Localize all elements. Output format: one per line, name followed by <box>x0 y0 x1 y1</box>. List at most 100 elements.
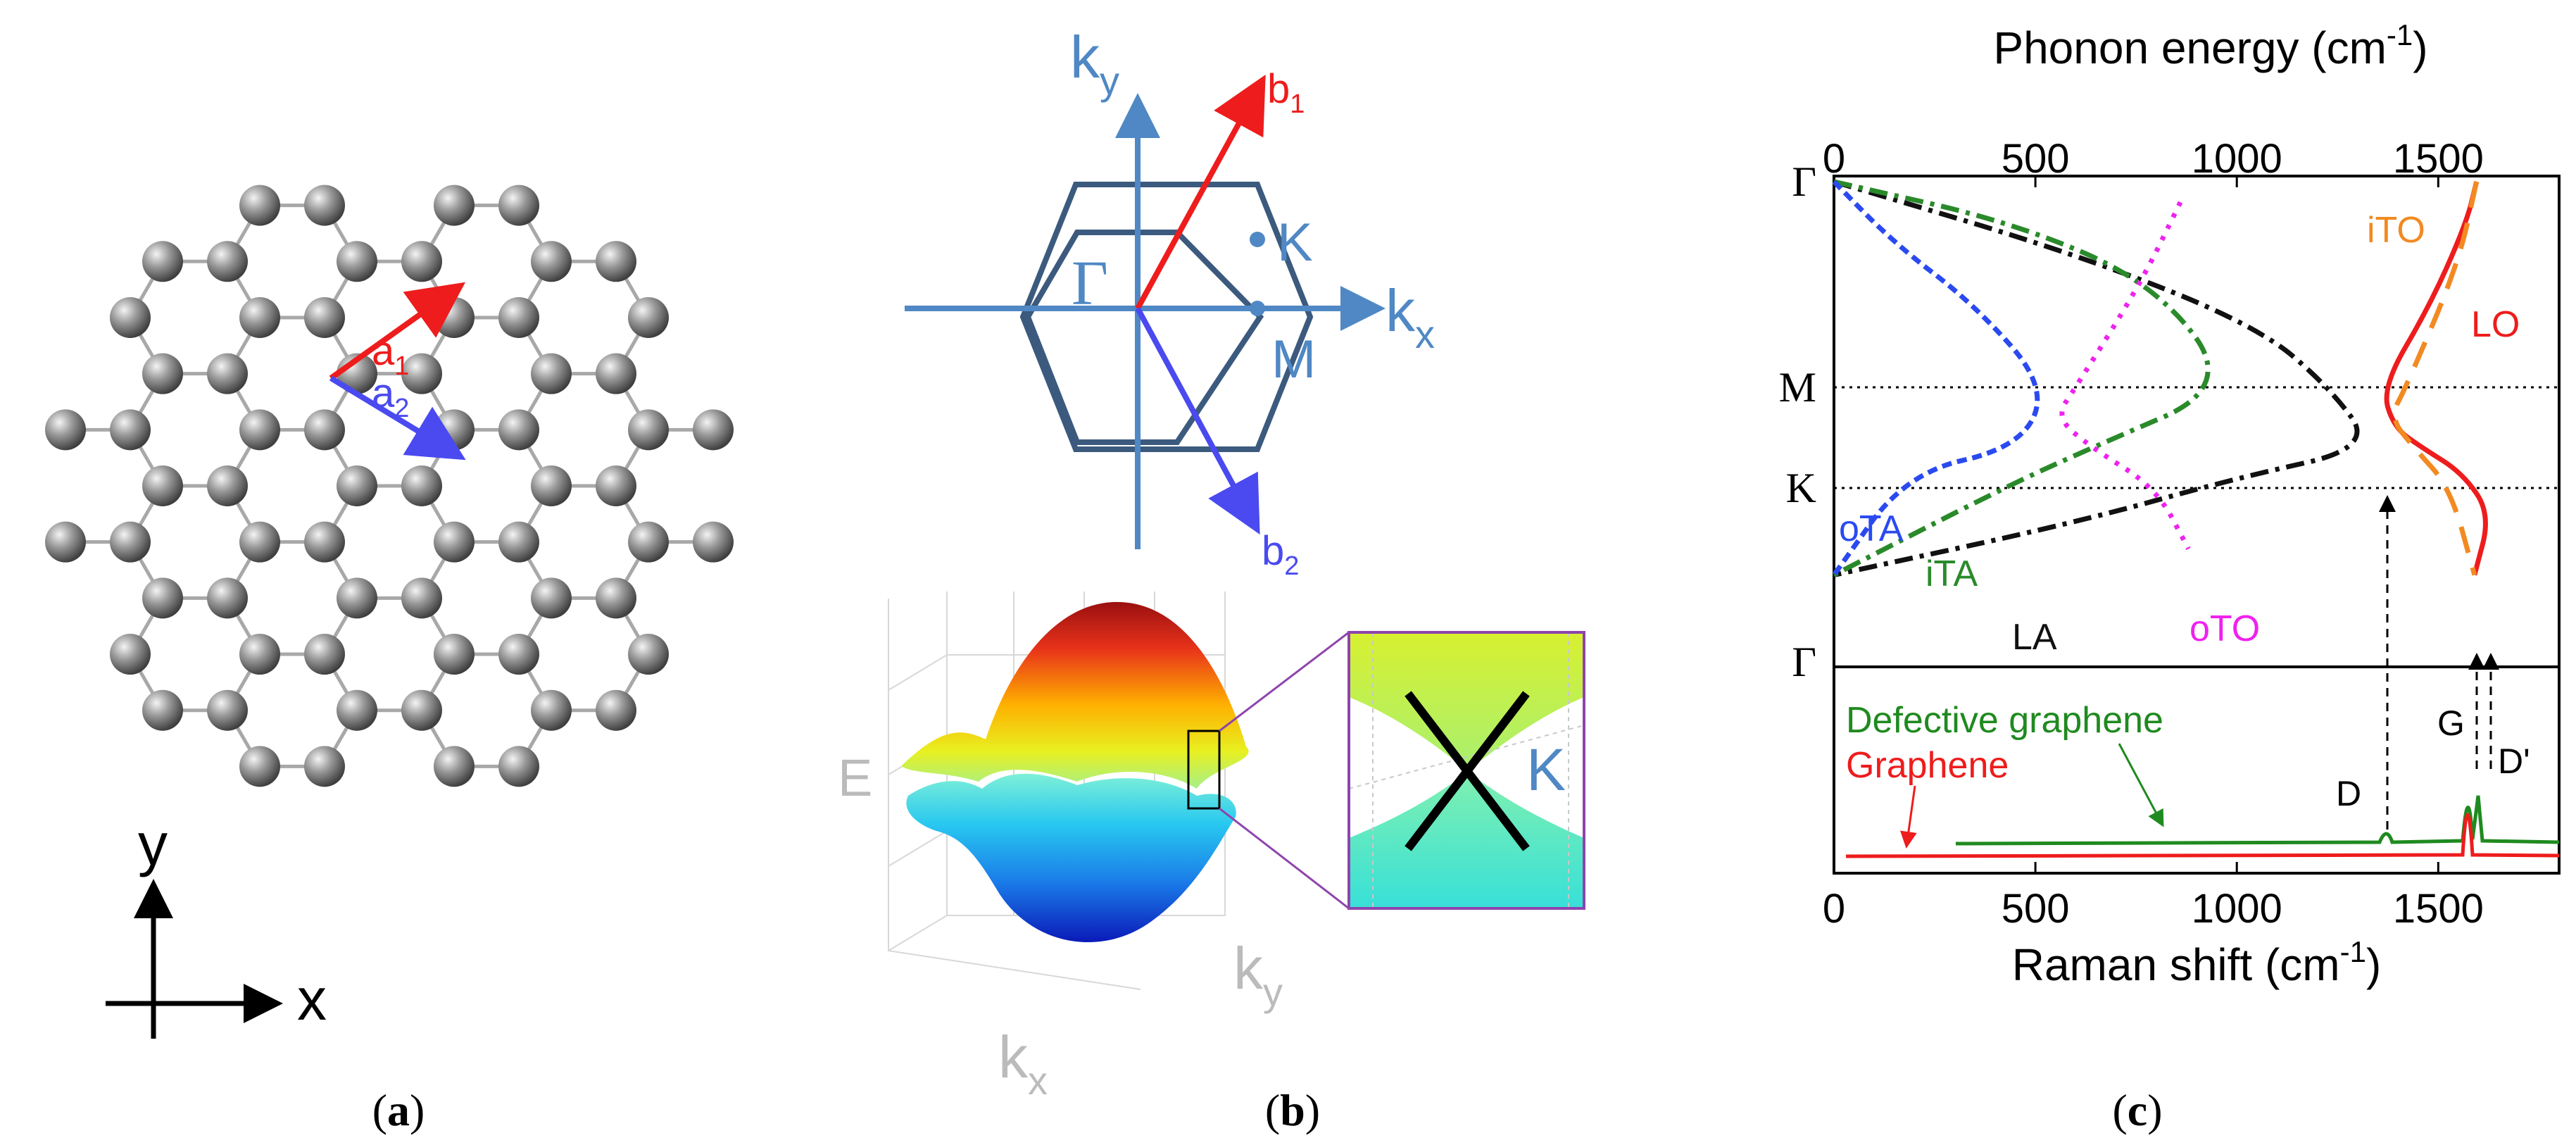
carbon-atom <box>110 296 151 338</box>
caption-c: (c) <box>2112 1085 2162 1135</box>
carbon-atom <box>498 634 539 675</box>
peak-G: G <box>2437 703 2465 743</box>
b1-label: b1 <box>1267 66 1305 119</box>
carbon-atom <box>531 353 572 394</box>
carbon-atom <box>110 521 151 563</box>
b2-vector <box>1135 307 1260 535</box>
M-label: M <box>1271 330 1316 389</box>
carbon-atom <box>498 296 539 338</box>
M-point <box>1250 301 1265 316</box>
top-tick-label: 1000 <box>2192 136 2282 182</box>
legend-graphene: Graphene <box>1846 745 2009 786</box>
bottom-tick-label: 1500 <box>2393 886 2484 932</box>
legend-defective: Defective graphene <box>1846 700 2163 741</box>
dirac-cone-inset: K <box>1347 631 1585 910</box>
lower-band-surface <box>906 773 1236 943</box>
carbon-atom <box>434 746 475 787</box>
carbon-atom <box>142 689 183 731</box>
carbon-atom <box>142 353 183 394</box>
raman-graphene-spectrum <box>1845 813 2560 858</box>
upper-band-surface <box>901 601 1249 789</box>
carbon-atom <box>596 241 636 282</box>
carbon-atom <box>304 746 345 787</box>
label-oTA: oTA <box>1839 508 1904 549</box>
carbon-atom <box>142 465 183 506</box>
carbon-atom <box>401 353 442 394</box>
carbon-atom <box>401 689 442 731</box>
bottom-axis-title: Raman shift (cm-1) <box>2012 935 2382 990</box>
carbon-atom <box>434 184 475 226</box>
y-path-label: Γ <box>1792 158 1816 205</box>
label-iTO: iTO <box>2367 210 2425 251</box>
dispersion-oTA <box>1832 180 2040 577</box>
carbon-atom <box>142 241 183 282</box>
kx-label: kx <box>1386 277 1435 356</box>
carbon-atom <box>531 577 572 619</box>
axis-y-label: y <box>138 811 168 877</box>
carbon-atom <box>337 241 377 282</box>
ky-label: ky <box>1070 24 1119 103</box>
peak-Dprime: D' <box>2498 742 2530 781</box>
K-label: K <box>1277 213 1313 273</box>
zoom-line-bottom <box>1219 807 1350 910</box>
gamma-label: Γ <box>1072 249 1108 318</box>
carbon-atom <box>596 689 636 731</box>
y-path-label: Γ <box>1792 639 1816 685</box>
carbon-atom <box>304 521 345 563</box>
K-point <box>1250 232 1265 247</box>
carbon-atom <box>239 746 280 787</box>
label-iTA: iTA <box>1925 553 1978 594</box>
carbon-atom <box>498 409 539 451</box>
carbon-atom <box>337 577 377 619</box>
y-path-label: M <box>1779 364 1816 411</box>
carbon-atom <box>628 634 669 675</box>
carbon-atom <box>239 409 280 451</box>
dispersion-iTA <box>1833 179 2211 577</box>
plot-frame <box>1833 175 2561 875</box>
carbon-atom <box>596 577 636 619</box>
a1-vector <box>329 282 466 381</box>
carbon-atom <box>596 353 636 394</box>
b1-vector <box>1135 74 1266 310</box>
carbon-atom <box>434 521 475 563</box>
dispersion-curves <box>1832 179 2488 577</box>
carbon-atom <box>110 409 151 451</box>
carbon-atom <box>401 465 442 506</box>
carbon-atom <box>304 296 345 338</box>
carbon-atom <box>207 689 248 731</box>
carbon-atom <box>207 241 248 282</box>
carbon-atom <box>531 465 572 506</box>
carbon-atom <box>45 521 86 563</box>
lattice-atoms <box>45 184 734 787</box>
carbon-atom <box>401 577 442 619</box>
carbon-atom <box>207 577 248 619</box>
carbon-atom <box>596 465 636 506</box>
panel-b: ky kx Γ K M b1 b2 E kx ky <box>838 24 1585 1135</box>
panel-a: a1 a2 y x (a) <box>45 184 734 1135</box>
carbon-atom <box>498 521 539 563</box>
carbon-atom <box>45 409 86 451</box>
dirac-line-2 <box>1405 691 1530 851</box>
bottom-tick-label: 500 <box>2002 886 2070 932</box>
carbon-atom <box>531 241 572 282</box>
carbon-atom <box>498 746 539 787</box>
carbon-atom <box>142 577 183 619</box>
top-axis-title: Phonon energy (cm-1) <box>1993 18 2427 73</box>
carbon-atom <box>239 184 280 226</box>
band-E-label: E <box>838 749 872 807</box>
carbon-atom <box>434 634 475 675</box>
dispersion-iTO <box>2392 181 2480 576</box>
legend-graphene-pointer <box>1900 785 1917 849</box>
label-oTO: oTO <box>2189 608 2260 649</box>
axis-x-label: x <box>297 966 327 1032</box>
zoom-line-top <box>1219 631 1350 732</box>
carbon-atom <box>239 296 280 338</box>
carbon-atom <box>304 409 345 451</box>
a2-vector <box>329 375 466 461</box>
bottom-tick-label: 0 <box>1823 886 1845 932</box>
top-tick-label: 1500 <box>2393 136 2484 182</box>
peak-D: D <box>2336 774 2361 813</box>
